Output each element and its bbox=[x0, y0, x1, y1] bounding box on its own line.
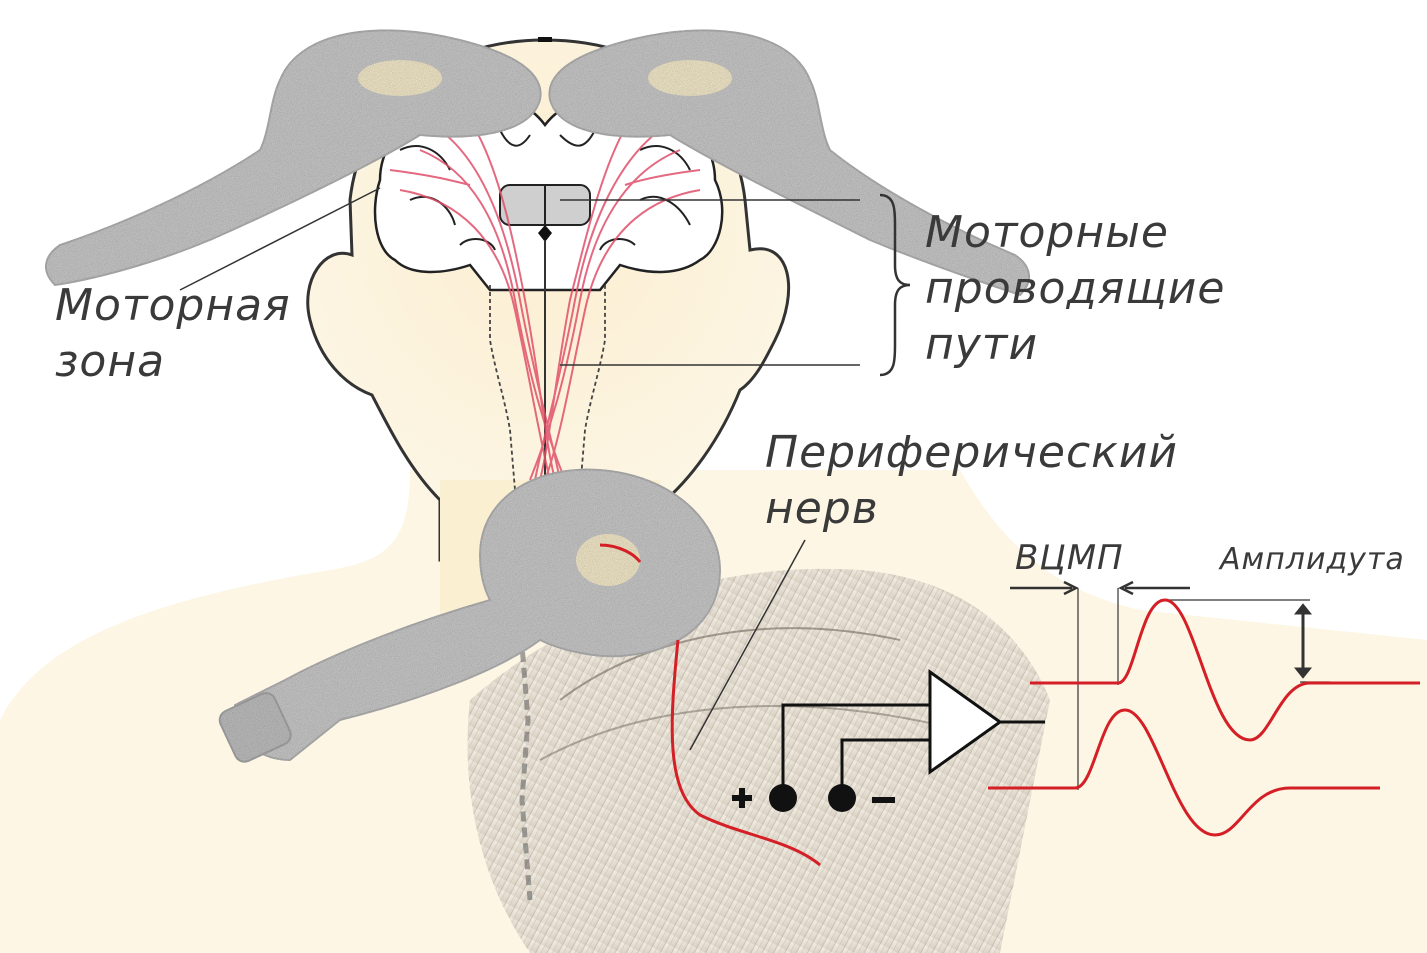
amplitude-label: Амплидута bbox=[1220, 542, 1405, 578]
motor-paths-label: Моторные проводящие пути bbox=[925, 205, 1225, 373]
motor-paths-line3: пути bbox=[925, 317, 1225, 373]
latency-label: ВЦМП bbox=[1015, 538, 1124, 578]
peripheral-line1: Периферический bbox=[765, 425, 1178, 481]
electrode-plus-icon bbox=[769, 784, 797, 812]
motor-zone-label: Моторная зона bbox=[55, 278, 291, 390]
motor-paths-line2: проводящие bbox=[925, 261, 1225, 317]
electrode-minus-icon bbox=[828, 784, 856, 812]
motor-zone-line1: Моторная bbox=[55, 278, 291, 334]
peripheral-nerve-label: Периферический нерв bbox=[765, 425, 1178, 537]
motor-paths-line1: Моторные bbox=[925, 205, 1225, 261]
motor-zone-line2: зона bbox=[55, 334, 291, 390]
peripheral-line2: нерв bbox=[765, 481, 1178, 537]
